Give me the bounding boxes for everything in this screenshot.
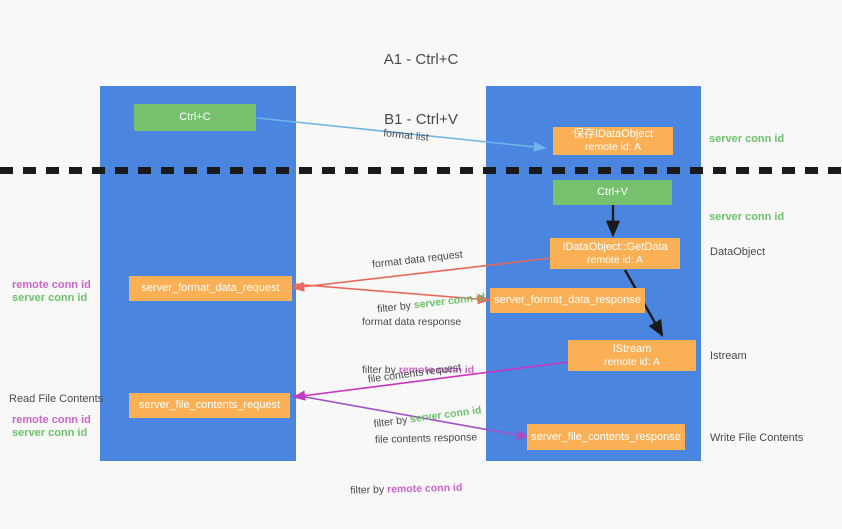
right-label-istream: Istream <box>710 350 747 362</box>
node-getdata[interactable]: IDataObject::GetData remote id: A <box>550 238 680 269</box>
right-label-server-conn-id-top: server conn id <box>709 133 785 145</box>
edge-label-format-list: format list <box>369 110 431 161</box>
node-idataobject[interactable]: 保存IDataObject remote id: A <box>553 127 673 155</box>
edge-label-file-contents-request-title: file contents request <box>367 361 462 386</box>
node-istream-sub: remote id: A <box>603 355 661 368</box>
edge-label-file-contents-response-title: file contents response <box>374 431 478 446</box>
edge-label-format-data-response-filter: filter by remote conn id <box>362 363 474 378</box>
node-server-file-contents-request[interactable]: server_file_contents_request <box>129 393 290 418</box>
node-server-format-data-request-label: server_format_data_request <box>141 282 280 294</box>
left-label-read-file-contents: Read File Contents <box>9 393 104 405</box>
left-label-remote-conn-id-bottom: remote conn id <box>12 414 91 426</box>
node-istream[interactable]: IStream remote id: A <box>568 340 696 371</box>
edge-label-format-data-response: format data response filter by remote co… <box>362 285 474 408</box>
title-line-1: A1 - Ctrl+C <box>383 51 459 68</box>
node-ctrl-c[interactable]: Ctrl+C <box>134 104 256 131</box>
node-ctrl-v[interactable]: Ctrl+V <box>553 180 672 205</box>
node-idataobject-label: 保存IDataObject <box>572 128 654 140</box>
node-istream-label: IStream <box>612 342 652 355</box>
filter-key-remote-conn-id: remote conn id <box>386 481 463 496</box>
left-label-server-conn-id-top: server conn id <box>12 292 88 304</box>
node-server-format-data-response-label: server_format_data_response <box>494 294 641 306</box>
filter-key-remote-conn-id: remote conn id <box>398 364 475 376</box>
node-idataobject-sub: remote id: A <box>584 141 642 153</box>
right-label-dataobject: DataObject <box>710 246 766 258</box>
edge-label-format-data-response-title: format data response <box>362 316 462 328</box>
node-server-format-data-response[interactable]: server_format_data_response <box>490 288 645 313</box>
edge-label-file-contents-response: file contents response filter by remote … <box>350 400 479 528</box>
right-label-server-conn-id-mid: server conn id <box>709 211 785 223</box>
edge-label-format-data-request-title: format data request <box>371 248 464 271</box>
node-server-file-contents-request-label: server_file_contents_request <box>138 399 281 411</box>
phase-separator <box>0 167 842 174</box>
node-ctrl-v-label: Ctrl+V <box>597 186 628 198</box>
node-ctrl-c-label: Ctrl+C <box>179 111 211 123</box>
edge-label-file-contents-response-filter: filter by remote conn id <box>350 480 479 498</box>
node-server-file-contents-response-label: server_file_contents_response <box>531 430 681 443</box>
node-getdata-sub: remote id: A <box>586 253 644 266</box>
diagram-canvas: A1 - Ctrl+C B1 - Ctrl+V A1 remote B1 con… <box>0 51 842 497</box>
filter-prefix: filter by <box>362 364 399 376</box>
left-label-remote-conn-id-top: remote conn id <box>12 279 91 291</box>
left-label-server-conn-id-bottom: server conn id <box>12 427 88 439</box>
node-getdata-label: IDataObject::GetData <box>562 240 668 253</box>
right-label-write-file-contents: Write File Contents <box>710 432 804 444</box>
node-server-file-contents-response[interactable]: server_file_contents_response <box>527 424 685 450</box>
edge-label-format-list-text: format list <box>382 127 430 144</box>
node-server-format-data-request[interactable]: server_format_data_request <box>129 276 292 301</box>
filter-prefix: filter by <box>350 483 388 497</box>
